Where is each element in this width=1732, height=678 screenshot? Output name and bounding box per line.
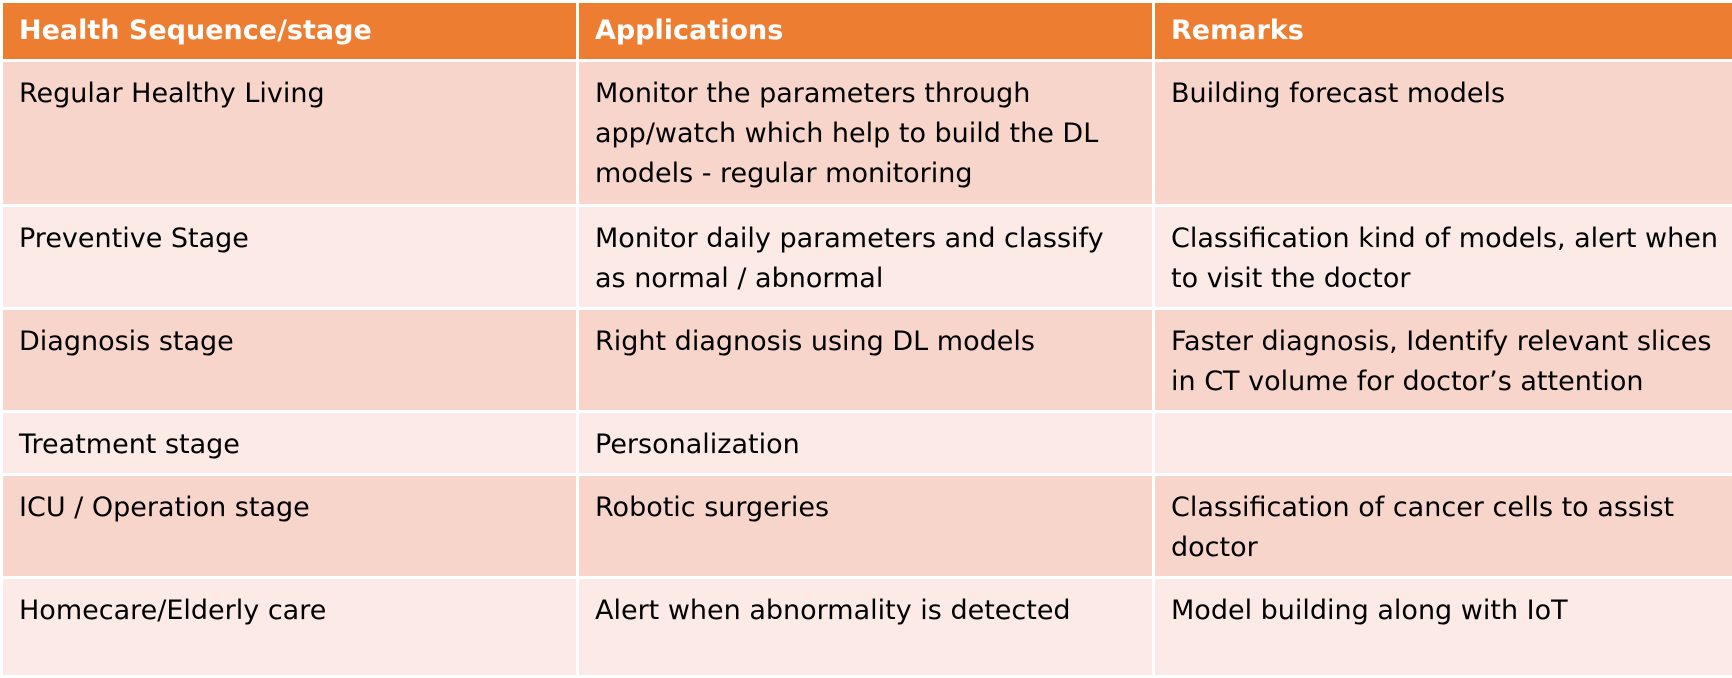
cell-stage: Preventive Stage xyxy=(2,206,578,309)
cell-application: Personalization xyxy=(578,412,1154,475)
cell-stage: ICU / Operation stage xyxy=(2,475,578,578)
table-row: Homecare/Elderly care Alert when abnorma… xyxy=(2,578,1732,677)
cell-stage: Treatment stage xyxy=(2,412,578,475)
cell-stage: Homecare/Elderly care xyxy=(2,578,578,677)
header-row: Health Sequence/stage Applications Remar… xyxy=(2,2,1732,61)
table-row: Regular Healthy Living Monitor the param… xyxy=(2,61,1732,206)
table-header: Health Sequence/stage Applications Remar… xyxy=(2,2,1732,61)
header-health-sequence: Health Sequence/stage xyxy=(2,2,578,61)
cell-application: Alert when abnormality is detected xyxy=(578,578,1154,677)
header-applications: Applications xyxy=(578,2,1154,61)
table-row: Preventive Stage Monitor daily parameter… xyxy=(2,206,1732,309)
cell-remark: Model building along with IoT xyxy=(1154,578,1732,677)
cell-application: Monitor daily parameters and classify as… xyxy=(578,206,1154,309)
cell-stage: Diagnosis stage xyxy=(2,309,578,412)
cell-remark: Classification of cancer cells to assist… xyxy=(1154,475,1732,578)
cell-remark: Faster diagnosis, Identify relevant slic… xyxy=(1154,309,1732,412)
table-body: Regular Healthy Living Monitor the param… xyxy=(2,61,1732,677)
header-remarks: Remarks xyxy=(1154,2,1732,61)
cell-stage: Regular Healthy Living xyxy=(2,61,578,206)
cell-remark: Classification kind of models, alert whe… xyxy=(1154,206,1732,309)
table-row: Treatment stage Personalization xyxy=(2,412,1732,475)
cell-remark: Building forecast models xyxy=(1154,61,1732,206)
cell-application: Robotic surgeries xyxy=(578,475,1154,578)
cell-remark xyxy=(1154,412,1732,475)
table-row: Diagnosis stage Right diagnosis using DL… xyxy=(2,309,1732,412)
cell-application: Monitor the parameters through app/watch… xyxy=(578,61,1154,206)
table-row: ICU / Operation stage Robotic surgeries … xyxy=(2,475,1732,578)
cell-application: Right diagnosis using DL models xyxy=(578,309,1154,412)
